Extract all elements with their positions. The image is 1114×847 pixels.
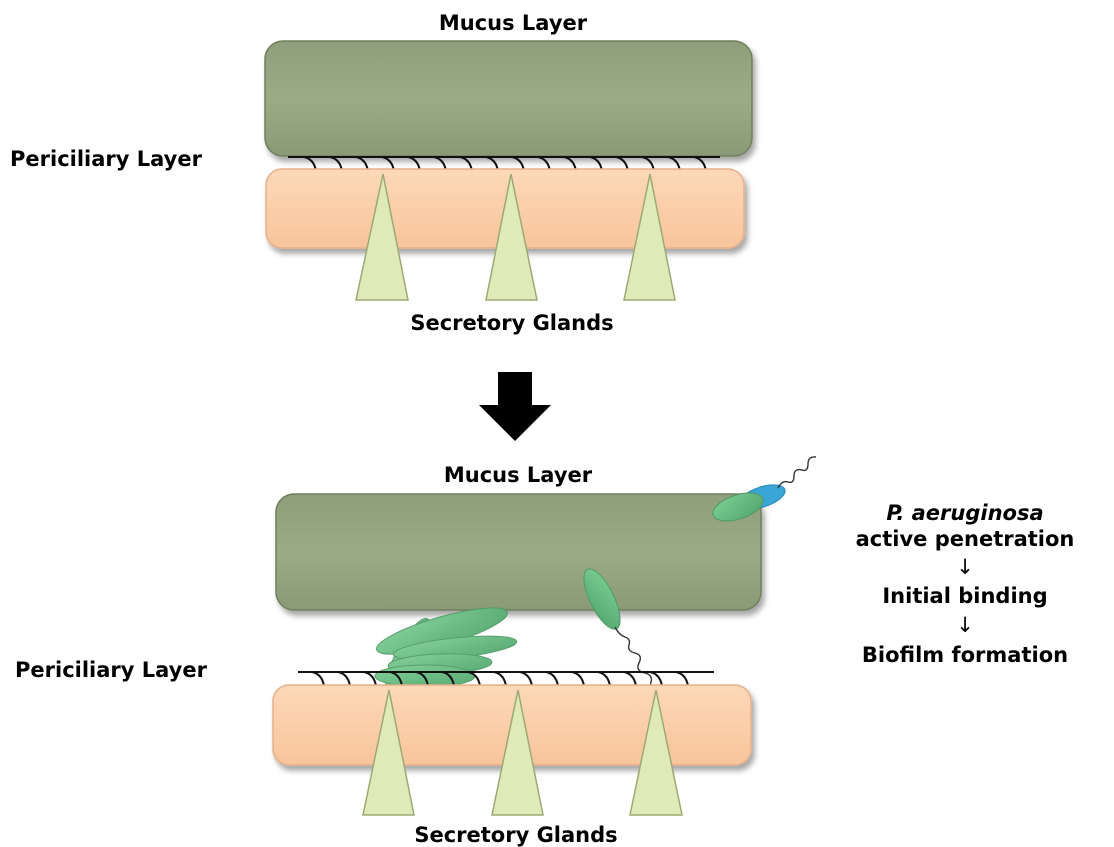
step-arrow-2: ↓	[956, 613, 974, 637]
bacterium	[375, 665, 475, 687]
process-steps: P. aeruginosa active penetration ↓ Initi…	[856, 501, 1075, 667]
organism-name: P. aeruginosa	[886, 501, 1043, 525]
bottom-periciliary-label: Periciliary Layer	[15, 658, 208, 682]
top-panel: Mucus Layer Periciliary Layer Secretory …	[10, 11, 752, 335]
penetrating-bacterium-flagellum	[778, 457, 816, 488]
step-arrow-1: ↓	[956, 555, 974, 579]
penetrating-bacterium	[710, 457, 816, 527]
top-periciliary-label: Periciliary Layer	[10, 147, 203, 171]
bottom-mucus-layer	[276, 494, 761, 610]
bottom-mucus-label: Mucus Layer	[444, 463, 593, 487]
bottom-panel: Mucus Layer Periciliary Layer Secretory …	[15, 457, 816, 847]
bottom-glands-label: Secretory Glands	[414, 823, 617, 847]
biofilm-cluster	[373, 599, 518, 699]
step-biofilm-formation: Biofilm formation	[862, 643, 1068, 667]
top-mucus-label: Mucus Layer	[439, 11, 588, 35]
step-initial-binding: Initial binding	[882, 584, 1047, 608]
down-arrow	[479, 372, 551, 441]
top-glands-label: Secretory Glands	[410, 311, 613, 335]
top-mucus-layer	[265, 41, 752, 156]
step-active-penetration: active penetration	[856, 527, 1075, 551]
